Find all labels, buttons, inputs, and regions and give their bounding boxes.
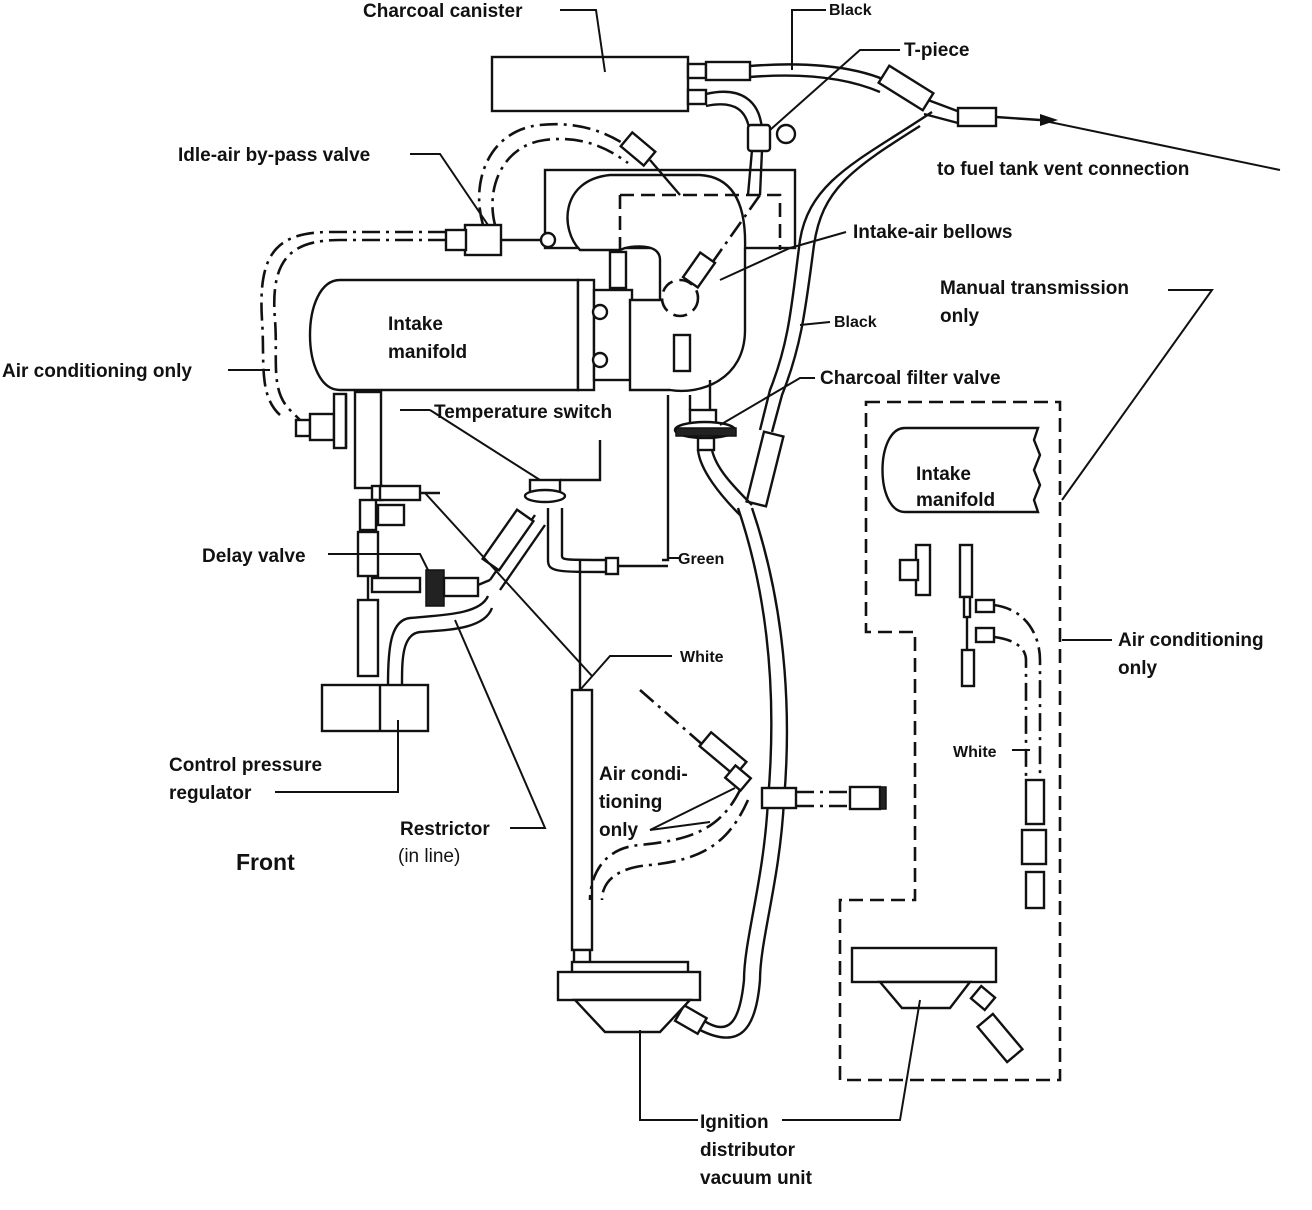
charcoal-canister xyxy=(490,55,752,113)
label-air-cond-center-1: Air condi- xyxy=(599,764,688,785)
label-idle-air-bypass: Idle-air by-pass valve xyxy=(178,145,370,166)
label-air-conditioning-right-1: Air conditioning xyxy=(1118,630,1264,651)
manual-transmission-box xyxy=(838,400,1062,1082)
label-intake-manifold-1: Intake xyxy=(388,314,443,335)
t-piece-dashed-hose xyxy=(681,194,762,290)
delay-valve xyxy=(425,569,491,607)
control-pressure-regulator xyxy=(320,683,430,733)
label-charcoal-filter-valve: Charcoal filter valve xyxy=(820,368,1001,389)
leader-lines xyxy=(228,9,1214,1121)
label-control-pressure-1: Control pressure xyxy=(169,755,322,776)
label-manual-transmission-1: Manual transmission xyxy=(940,278,1129,299)
restrictor-hose xyxy=(386,508,546,686)
label-intake-air-bellows: Intake-air bellows xyxy=(853,222,1012,243)
label-delay-valve: Delay valve xyxy=(202,546,306,567)
intake-manifold-main xyxy=(308,278,634,392)
label-white-center: White xyxy=(680,649,724,666)
label-ignition-1: Ignition xyxy=(700,1112,769,1133)
canister-hose-to-t-piece xyxy=(705,90,797,196)
black-hose-canister-to-vent xyxy=(749,63,1281,171)
ac-center-hoses xyxy=(588,689,887,901)
label-restrictor-2: (in line) xyxy=(398,846,460,867)
label-black-mid: Black xyxy=(834,314,877,331)
left-vacuum-line xyxy=(353,390,440,678)
label-air-conditioning-left: Air conditioning only xyxy=(2,361,192,382)
label-charcoal-canister: Charcoal canister xyxy=(363,1,523,22)
label-manual-transmission-2: only xyxy=(940,306,979,327)
label-control-pressure-2: regulator xyxy=(169,783,252,804)
white-line-to-distributor xyxy=(570,560,594,966)
label-intake-manifold-small-1: Intake xyxy=(916,464,971,485)
label-fuel-tank-vent: to fuel tank vent connection xyxy=(937,159,1189,180)
throttle-housing xyxy=(543,168,797,562)
idle-air-bypass-valve xyxy=(260,122,681,421)
black-hose-long xyxy=(673,111,933,1039)
text-labels: Charcoal canister Black T-piece to fuel … xyxy=(2,1,1264,1189)
label-air-conditioning-right-2: only xyxy=(1118,658,1157,679)
label-green: Green xyxy=(678,551,724,568)
label-restrictor-1: Restrictor xyxy=(400,819,490,840)
label-white-right: White xyxy=(953,744,997,761)
hose-filter-valve-down xyxy=(696,449,753,516)
label-t-piece: T-piece xyxy=(904,40,969,61)
label-ignition-2: distributor xyxy=(700,1140,796,1161)
label-black-top: Black xyxy=(829,2,872,19)
label-temperature-switch: Temperature switch xyxy=(434,402,612,423)
label-front: Front xyxy=(236,849,295,875)
label-air-cond-center-3: only xyxy=(599,820,638,841)
distributor-vacuum-unit xyxy=(556,960,702,1034)
distributor-small xyxy=(850,946,1025,1064)
label-intake-manifold-2: manifold xyxy=(388,342,467,363)
intake-manifold-small xyxy=(881,426,1048,910)
ac-tee-left xyxy=(294,392,348,450)
label-intake-manifold-small-2: manifold xyxy=(916,490,995,511)
charcoal-filter-valve xyxy=(673,408,737,452)
label-ignition-3: vacuum unit xyxy=(700,1168,813,1189)
temperature-switch xyxy=(523,440,668,576)
label-air-cond-center-2: tioning xyxy=(599,792,662,813)
